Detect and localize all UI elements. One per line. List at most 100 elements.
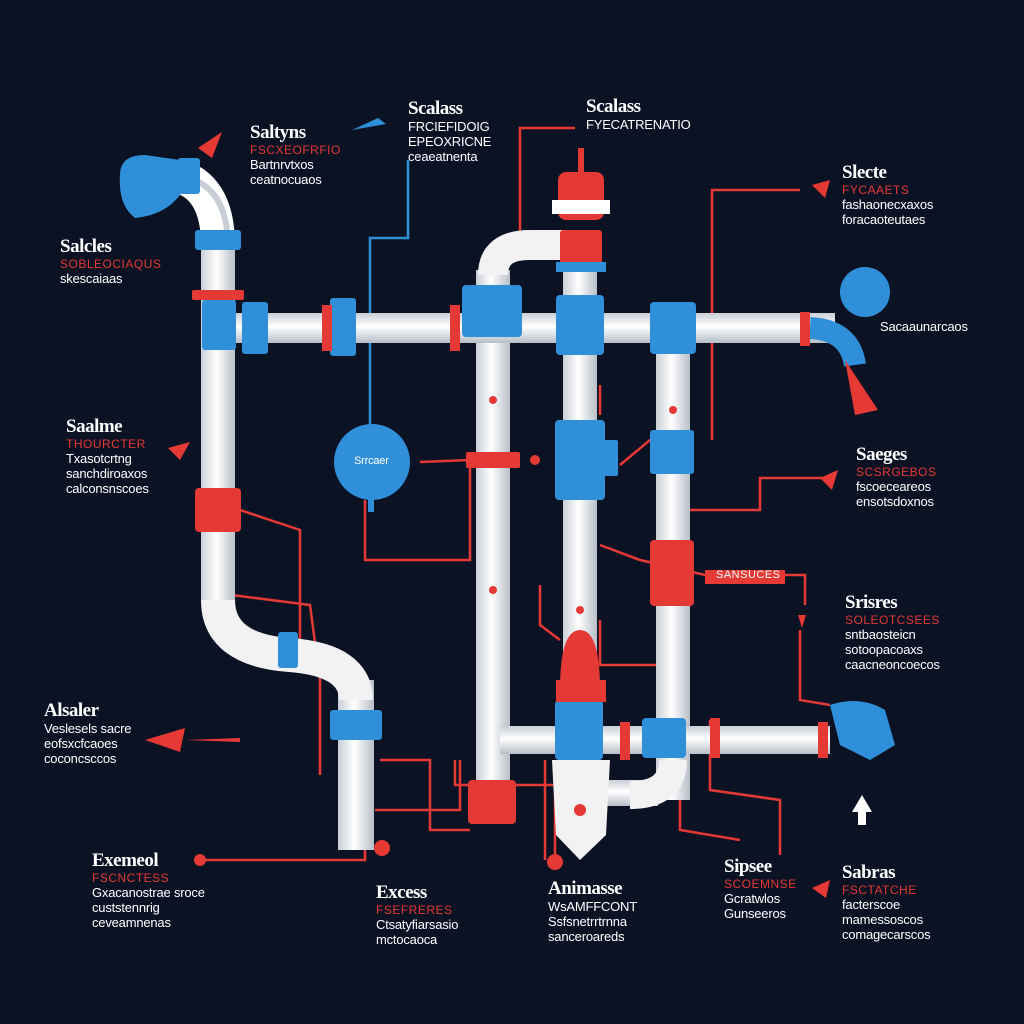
pipe-markers	[489, 396, 677, 614]
callout-top-center: Scalass FRCIEFIDOIG EPEOXRICNE ceaeatnen…	[408, 98, 491, 165]
callout-title: Saeges	[856, 444, 907, 465]
callout-left-middle: Saalme THOURCTER Txasotcrtng sanchdiroax…	[66, 416, 149, 496]
callout-line: FSCNCTESS	[92, 870, 170, 885]
callout-line: skescaiaas	[60, 270, 123, 286]
bottom-valve	[552, 760, 610, 860]
callout-line: Gunseeros	[724, 905, 786, 921]
callout-line: Srrcaer	[354, 455, 389, 467]
callout-line: FYECATRENATIO	[586, 116, 691, 132]
blue-leader-line	[368, 160, 410, 430]
callout-line: Ssfsnetrrtrnna	[548, 913, 627, 929]
callout-line: WsAMFFCONT	[548, 898, 637, 914]
callout-bottom-center: Animasse WsAMFFCONT Ssfsnetrrtrnna sance…	[548, 878, 637, 945]
callout-line: mctocaoca	[376, 931, 438, 947]
white-arrow	[852, 795, 872, 825]
callout-line: coconcsccos	[44, 750, 117, 766]
callout-line: SCOEMNSE	[724, 876, 797, 891]
leader-line	[598, 620, 665, 667]
callout-title: Saltyns	[250, 122, 306, 143]
leader-line	[518, 126, 575, 235]
callout-line: Bartnrvtxos	[250, 156, 314, 172]
callout-bottom-right: Sabras FSCTATCHE facterscoe mamessoscos …	[842, 862, 931, 942]
red-valve-top	[552, 148, 610, 272]
leader-line	[538, 585, 561, 641]
callout-line: FSCXEOFRFIO	[250, 142, 341, 157]
callout-line: eofsxcfcaoes	[44, 735, 118, 751]
callout-line: SOBLEOCIAQUS	[60, 256, 162, 271]
red-fittings	[192, 290, 828, 824]
leader-line	[690, 476, 830, 512]
callout-left-upper: Salcles SOBLEOCIAQUS skescaiaas	[60, 236, 161, 287]
callout-line: FSEFRERES	[376, 902, 453, 917]
callout-title: Salcles	[60, 236, 112, 257]
callout-line: Txasotcrtng	[66, 450, 132, 466]
horizontal-pipes	[235, 313, 835, 806]
callout-line: sntbaosteicn	[845, 626, 916, 642]
callout-line: ceveamnenas	[92, 914, 171, 930]
leader-line	[375, 760, 462, 812]
callout-title: Sipsee	[724, 856, 772, 877]
callout-line: Ctsatyfiarsasio	[376, 916, 459, 932]
callout-line: SCSRGEBOS	[856, 464, 937, 479]
callout-line: FRCIEFIDOIG	[408, 118, 490, 134]
callout-line: Gcratwlos	[724, 890, 780, 906]
callout-line: facterscoe	[842, 896, 900, 912]
callout-line: sanceroareds	[548, 928, 625, 944]
leader-line	[419, 458, 471, 464]
blue-taps	[119, 118, 895, 760]
callout-line: sanchdiroaxos	[66, 465, 148, 481]
pipe-elbows	[170, 158, 866, 809]
callout-line: SOLEOTCSEES	[845, 612, 940, 627]
callout-title: Slecte	[842, 162, 887, 183]
callout-title: Sabras	[842, 862, 895, 883]
callout-right-middle: Saeges SCSRGEBOS fscoeceareos ensotsdoxn…	[856, 444, 937, 510]
red-valve-lower	[556, 630, 606, 702]
leader-line	[380, 758, 470, 832]
callout-title: Scalass	[586, 96, 641, 117]
leader-line	[710, 188, 800, 440]
callout-line: EPEOXRICNE	[408, 133, 492, 149]
callout-line: calconsnscoes	[66, 480, 149, 496]
callout-line: fscoeceareos	[856, 478, 931, 494]
callout-line: THOURCTER	[66, 436, 146, 451]
callout-line: Gxacanostrae sroce	[92, 884, 205, 900]
callout-line: custstennrig	[92, 899, 160, 915]
callout-line: ensotsdoxnos	[856, 493, 934, 509]
callout-line: FSCTATCHE	[842, 882, 917, 897]
callout-line: SANSUCES	[716, 569, 781, 581]
callout-line: caacneoncoecos	[845, 656, 940, 672]
callout-bottom-center-left: Excess FSEFRERES Ctsatyfiarsasio mctocao…	[376, 882, 458, 948]
callout-title: Alsaler	[44, 700, 99, 721]
callout-line: fashaonecxaxos	[842, 196, 934, 212]
callout-top-left: Saltyns FSCXEOFRFIO Bartnrvtxos ceatnocu…	[250, 122, 341, 188]
callout-line: FYCAAETS	[842, 182, 910, 197]
callout-line: mamessoscos	[842, 911, 923, 927]
callout-title: Animasse	[548, 878, 623, 899]
blue-couplings	[178, 158, 696, 760]
callout-center-red-flag: SANSUCES	[716, 569, 781, 582]
callout-right-blue-tap: Sacaaunarcaos	[880, 319, 968, 335]
callout-left-lower: Alsaler Veslesels sacre eofsxcfcaoes coc…	[44, 700, 132, 767]
callout-title: Excess	[376, 882, 427, 903]
callout-line: ceaeatnenta	[408, 148, 478, 164]
leader-line	[363, 455, 472, 562]
callout-right-upper: Slecte FYCAAETS fashaonecxaxos foracaote…	[842, 162, 933, 228]
callout-center-gauge: Srrcaer	[354, 455, 389, 468]
red-arrowheads	[145, 132, 878, 898]
callout-right-lower: Srisres SOLEOTCSEES sntbaosteicn sotoopa…	[845, 592, 940, 672]
callout-title: Scalass	[408, 98, 463, 119]
callout-bottom-center-right: Sipsee SCOEMNSE Gcratwlos Gunseeros	[724, 856, 797, 922]
callout-line: foracaoteutaes	[842, 211, 926, 227]
callout-title: Srisres	[845, 592, 898, 613]
callout-line: Veslesels sacre	[44, 720, 132, 736]
leader-line	[231, 593, 322, 775]
callout-line: sotoopacoaxs	[845, 641, 923, 657]
callout-line: Sacaaunarcaos	[880, 319, 968, 334]
callout-title: Saalme	[66, 416, 123, 437]
leader-line	[798, 630, 831, 707]
callout-top-center-right: Scalass FYECATRENATIO	[586, 96, 691, 133]
blue-gauge	[334, 424, 410, 512]
callout-line: ceatnocuaos	[250, 171, 322, 187]
callout-line: comagecarscos	[842, 926, 931, 942]
